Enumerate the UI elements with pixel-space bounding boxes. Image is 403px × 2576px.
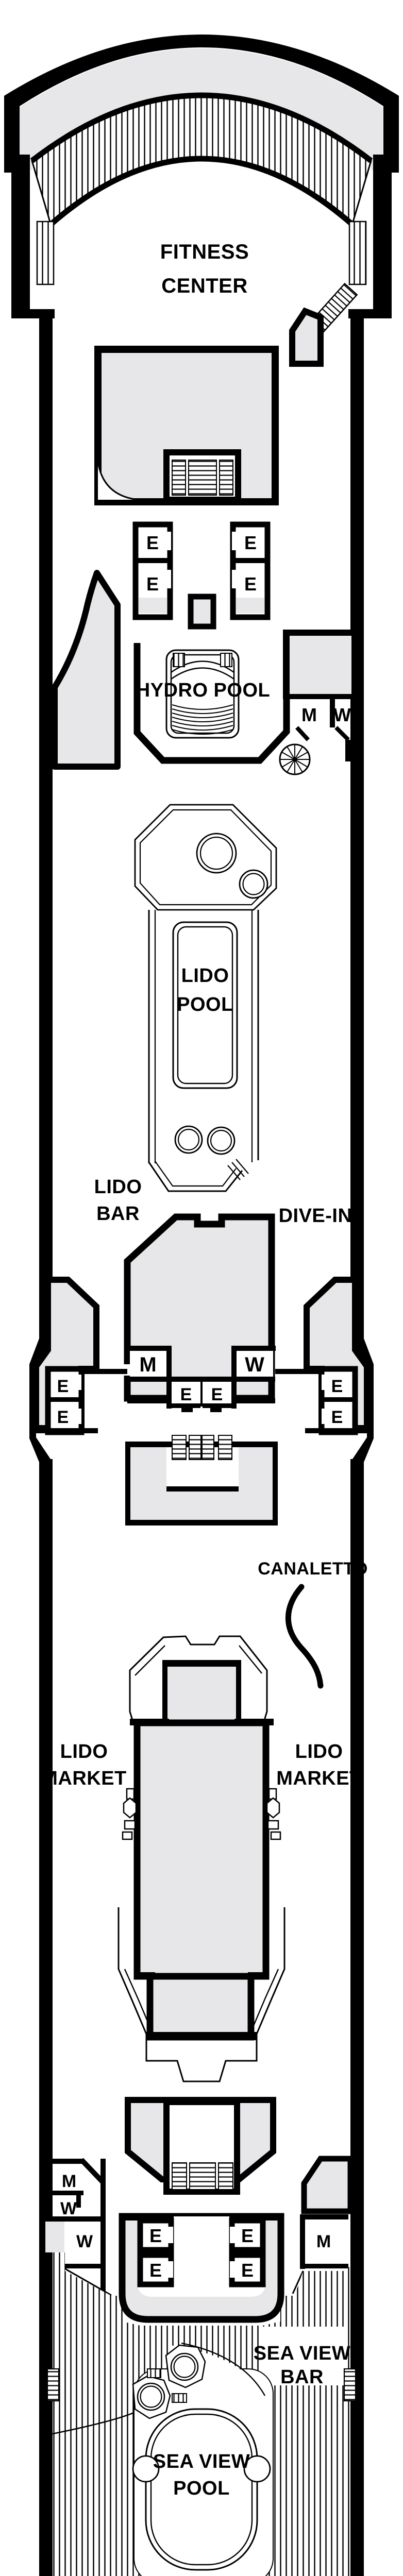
- elevator-label: E: [180, 1385, 192, 1404]
- elevator-label: E: [149, 2225, 162, 2246]
- elevator-bank-forward: E E E E: [132, 521, 271, 630]
- whirlpool: [207, 1126, 236, 1155]
- lido-market-port-label-line1: LIDO: [60, 1741, 108, 1762]
- elevator-bank-midship-port: E E: [45, 1366, 85, 1435]
- midship-structure: M W E E E E: [33, 1213, 370, 1526]
- elevator-label: E: [241, 2225, 254, 2246]
- hydro-pool-area: HYDRO POOL: [133, 639, 290, 764]
- canaletto-pointer: [285, 1584, 324, 1689]
- sea-view-bar-label-line2: BAR: [280, 2366, 324, 2388]
- door-arc: [97, 461, 139, 501]
- sea-view-bar-label-line1: SEA VIEW: [254, 2343, 350, 2364]
- lido-bar-label-line1: LIDO: [94, 1176, 142, 1198]
- aft-restrooms-port: M W W: [44, 2158, 112, 2297]
- spiral-stairs-icon: [279, 743, 311, 775]
- aft-stairs-structure: [125, 2097, 276, 2195]
- elevator-label: E: [149, 2260, 162, 2281]
- service-station: [122, 1788, 281, 1840]
- whirlpool: [170, 2352, 199, 2381]
- elevator-label: E: [57, 1408, 69, 1427]
- aft-restrooms-starboard: M: [292, 2156, 354, 2294]
- elevator-label: E: [244, 532, 257, 553]
- sea-view-bar-zone: [260, 2327, 344, 2385]
- spa-room: [94, 346, 279, 505]
- elevator-label: E: [331, 1408, 343, 1427]
- elevator-label: E: [146, 532, 159, 553]
- lido-market-island: [117, 1635, 286, 2082]
- sea-view-pool-label-line1: SEA VIEW: [153, 2451, 250, 2472]
- lido-market-starboard-label-line2: MARKET: [276, 1768, 362, 1789]
- pool-steps: [172, 2393, 187, 2403]
- whirlpool: [196, 833, 237, 874]
- lido-market-port-label-line2: MARKET: [41, 1768, 127, 1789]
- deck-structure: [289, 307, 324, 367]
- whirlpool: [174, 1125, 203, 1154]
- lido-pool-area: LIDO POOL: [134, 804, 277, 1192]
- womens-room-label: W: [76, 2232, 93, 2251]
- fitness-center-area: FITNESS CENTER: [160, 241, 358, 336]
- lido-pool-label-line2: POOL: [177, 994, 233, 1015]
- sea-view-area: SEA VIEW POOL SEA VIEW BAR: [46, 2327, 357, 2576]
- fitness-center-label-line1: FITNESS: [160, 241, 249, 263]
- womens-room-label: W: [245, 1353, 264, 1376]
- dive-in-label: DIVE-IN: [279, 1205, 352, 1227]
- elevator-label: E: [244, 573, 257, 595]
- elevator-label: E: [146, 573, 159, 595]
- womens-room-label: W: [60, 2199, 77, 2218]
- lido-pool-label-line1: LIDO: [181, 965, 229, 987]
- sea-view-pool-label-line2: POOL: [173, 2478, 230, 2499]
- mens-room-label: M: [139, 1353, 156, 1376]
- elevator-bank-aft: E E E E: [119, 2213, 284, 2323]
- lido-bar-label-line2: BAR: [96, 1203, 140, 1225]
- deck-structure: [52, 570, 121, 770]
- whirlpool: [137, 2382, 165, 2411]
- elevator-bank-midship-starboard: E E: [318, 1366, 358, 1435]
- elevator-label: E: [331, 1377, 343, 1396]
- canaletto-area: CANALETTO: [258, 1559, 368, 1689]
- womens-room-label: W: [333, 704, 351, 725]
- midship-stairs-structure: [125, 1435, 278, 1526]
- lido-pool: [172, 921, 238, 1089]
- sea-view-pool: [145, 2408, 258, 2571]
- pool-steps: [147, 2368, 161, 2378]
- lido-market-starboard-label-line1: LIDO: [295, 1741, 343, 1762]
- mens-room-label: M: [316, 2232, 331, 2251]
- restrooms-forward: M W: [283, 630, 351, 761]
- deck-ladder: [343, 2368, 357, 2402]
- mens-room-label: M: [301, 704, 317, 725]
- elevator-label: E: [241, 2260, 254, 2281]
- canaletto-label: CANALETTO: [258, 1559, 368, 1579]
- elevator-label: E: [57, 1377, 69, 1396]
- ship-hull: [4, 35, 399, 2576]
- deck-ladder: [46, 2368, 60, 2402]
- whirlpool: [239, 869, 268, 899]
- hydro-pool-label: HYDRO POOL: [136, 680, 270, 701]
- fitness-center-label-line2: CENTER: [161, 275, 247, 297]
- elevator-label: E: [211, 1385, 223, 1404]
- mens-room-label: M: [62, 2172, 76, 2191]
